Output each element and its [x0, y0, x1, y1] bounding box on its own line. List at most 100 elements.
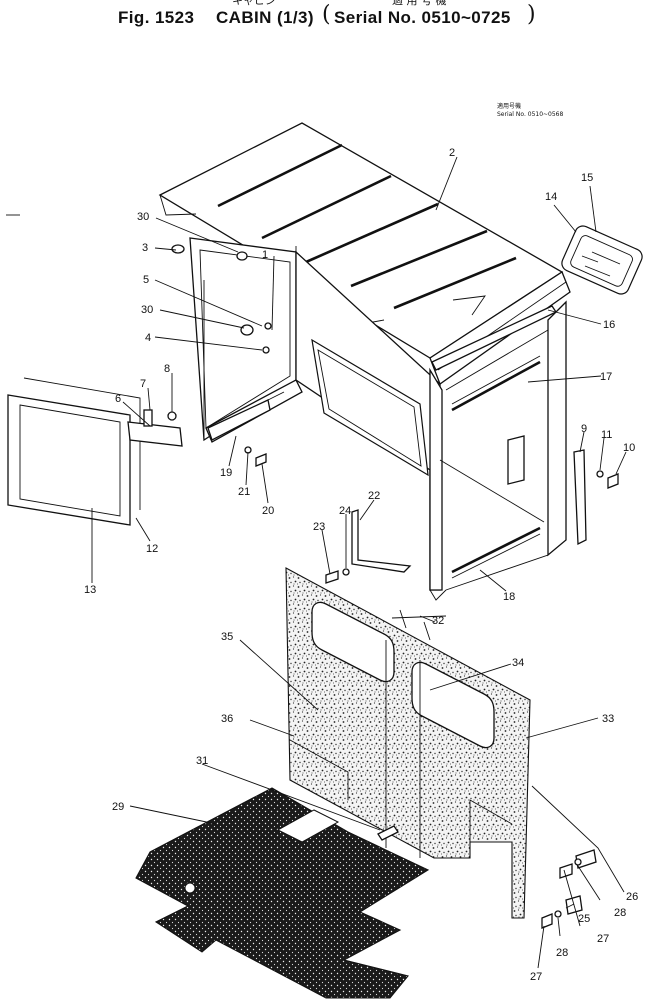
window-glass-14 — [570, 235, 633, 287]
trim-window-right — [411, 661, 495, 749]
callout-35: 35 — [221, 631, 233, 643]
bolt-27-a — [559, 863, 573, 879]
callout-labels: 30 1 2 3 5 30 4 7 8 6 12 13 14 15 16 17 … — [84, 147, 638, 983]
callout-27-a: 27 — [597, 933, 609, 945]
washer-24 — [342, 568, 350, 576]
callout-28-b: 28 — [556, 947, 568, 959]
floor-mat — [135, 787, 430, 999]
callout-23: 23 — [313, 521, 325, 533]
hardware-parts — [127, 244, 619, 929]
callout-14: 14 — [545, 191, 557, 203]
upper-seal-17 — [451, 360, 541, 412]
bracket-6 — [127, 421, 183, 447]
callout-26: 26 — [626, 891, 638, 903]
trim-seam-lower — [289, 739, 513, 842]
inner-bracket-plate — [507, 435, 525, 485]
cap-30-mid — [240, 324, 254, 336]
latch-7 — [143, 409, 153, 427]
roof-rib — [350, 229, 488, 288]
pin-8 — [167, 411, 177, 421]
side-window-inner — [317, 349, 422, 467]
figure-title: CABIN (1/3) — [216, 8, 314, 27]
callout-3: 3 — [142, 242, 148, 254]
japanese-serial-heading: 適 用 号 機 — [392, 0, 447, 7]
callout-8: 8 — [164, 363, 170, 375]
callout-28-a: 28 — [614, 907, 626, 919]
callout-22: 22 — [368, 490, 380, 502]
applicability-note-serial: Serial No. 0510~0568 — [497, 111, 564, 118]
clip-3 — [171, 244, 185, 254]
bolt-10 — [607, 473, 619, 489]
trim-window-left — [311, 601, 395, 683]
window-gasket — [23, 377, 141, 510]
trim-seam — [385, 640, 421, 858]
front-floor-line — [439, 459, 545, 523]
callout-1: 1 — [262, 249, 268, 261]
roof-rib — [305, 202, 439, 264]
interior-trim-panel — [285, 567, 531, 919]
left-window-assembly — [7, 377, 141, 526]
callout-34: 34 — [512, 657, 524, 669]
callout-29: 29 — [112, 801, 124, 813]
mat-hole — [184, 882, 196, 894]
lower-seal-18 — [451, 526, 541, 574]
callout-15: 15 — [581, 172, 593, 184]
callout-24: 24 — [339, 505, 351, 517]
callout-21: 21 — [238, 486, 250, 498]
window-glass-12 — [19, 404, 121, 517]
callout-12: 12 — [146, 543, 158, 555]
bolt-27-b — [541, 913, 553, 929]
rear-window-assembly — [561, 225, 643, 295]
callout-7: 7 — [140, 378, 146, 390]
callout-6: 6 — [115, 393, 121, 405]
callout-11: 11 — [601, 429, 612, 441]
washer-11 — [596, 470, 604, 478]
glass-reflection — [581, 251, 621, 277]
callout-18: 18 — [503, 591, 515, 603]
front-opening — [445, 329, 549, 591]
callout-33: 33 — [602, 713, 614, 725]
front-pillar-left — [429, 367, 443, 591]
window-frame-15 — [561, 225, 643, 295]
trim-19 — [207, 399, 271, 441]
floor-mat-29 — [135, 787, 430, 999]
leader-lines — [6, 156, 627, 969]
window-frame-13 — [7, 394, 131, 526]
callout-25: 25 — [578, 913, 590, 925]
figure-number: Fig. 1523 — [118, 8, 195, 27]
roof-rib — [261, 174, 392, 240]
roof-left-edge — [159, 194, 197, 216]
callout-9: 9 — [581, 423, 587, 435]
callout-4: 4 — [145, 332, 151, 344]
handrail-9 — [573, 449, 587, 546]
open-paren: ( — [322, 2, 331, 27]
close-paren: ) — [527, 2, 536, 27]
callout-30-top: 30 — [137, 211, 149, 223]
callout-16: 16 — [603, 319, 615, 331]
serial-range: Serial No. 0510~0725 — [334, 8, 511, 27]
bolt-23 — [325, 570, 339, 584]
callout-31: 31 — [196, 755, 208, 767]
roof-rib — [217, 143, 343, 208]
callout-19: 19 — [220, 467, 232, 479]
grommet-4 — [262, 346, 270, 354]
callout-10: 10 — [623, 442, 635, 454]
washer-28-b — [554, 910, 562, 918]
callout-20: 20 — [262, 505, 274, 517]
bolt-20 — [255, 453, 267, 467]
side-window-glass — [311, 338, 429, 477]
callout-30-mid: 30 — [141, 304, 153, 316]
front-pillar-right — [547, 300, 567, 557]
washer-28-a — [574, 858, 582, 866]
callout-36: 36 — [221, 713, 233, 725]
bracket-22 — [351, 509, 412, 573]
callout-13: 13 — [84, 584, 96, 596]
callout-17: 17 — [600, 371, 612, 383]
callout-27-b: 27 — [530, 971, 542, 983]
applicability-note-jp: 適用号機 — [497, 103, 522, 110]
roof-rib — [393, 256, 517, 310]
cap-30-top — [236, 251, 248, 261]
upper-seal-17-edge — [451, 355, 541, 405]
